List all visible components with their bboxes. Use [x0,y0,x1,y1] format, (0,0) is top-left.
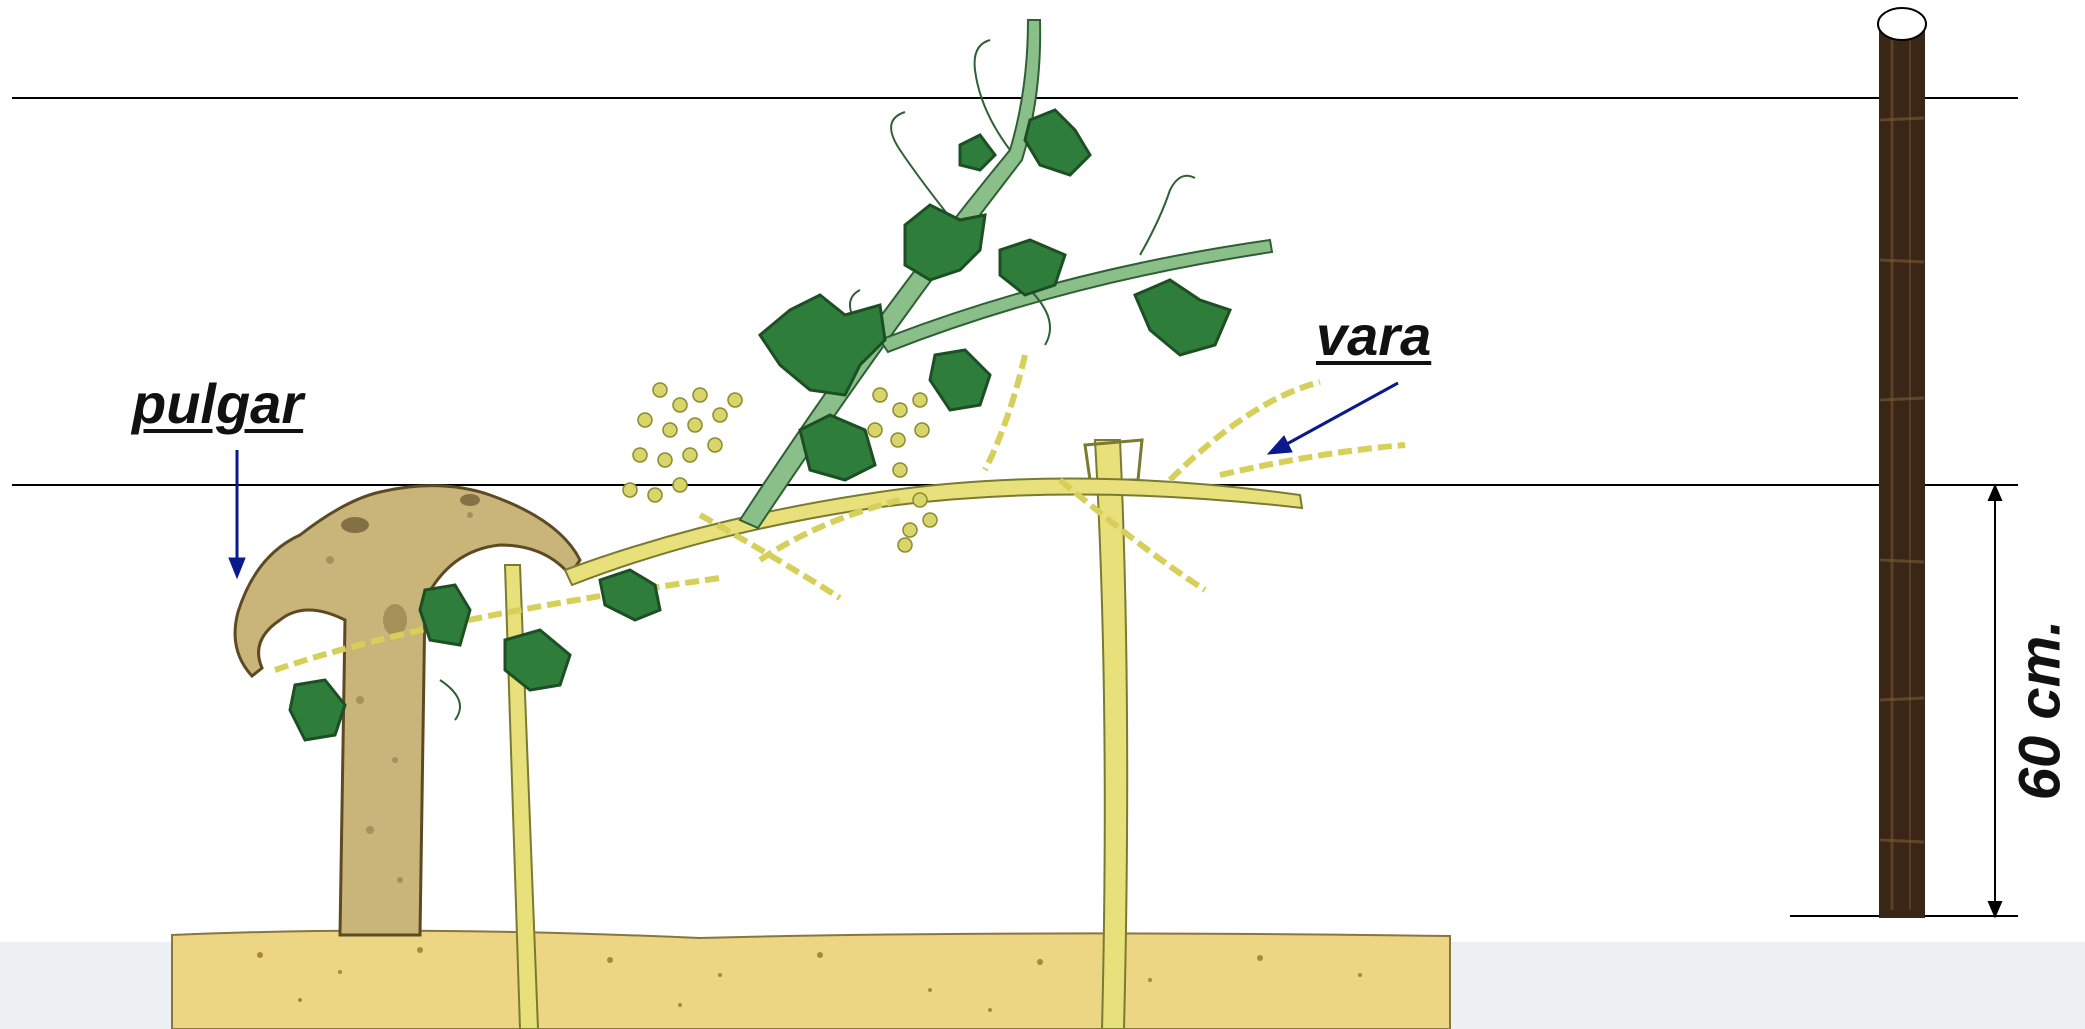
grape-leaf [1135,280,1230,355]
grape-leaf [800,415,875,480]
wooden-post [1878,8,1926,918]
height-dimension-arrow [1989,486,2001,916]
pulgar-label: pulgar [132,376,303,432]
cane [565,479,1302,586]
vara-label: vara [1316,308,1431,364]
pulgar-arrow [229,450,245,578]
height-label: 60 cm. [2007,620,2074,801]
grape-leaf [600,570,660,620]
grape-leaf [930,350,990,410]
grape-leaf [960,135,995,170]
grape-leaf [905,205,985,280]
soil [172,931,1450,1029]
grape-leaves [290,110,1230,740]
grape-leaf [760,295,885,395]
grape-leaf [420,585,470,645]
grape-leaf [1025,110,1090,175]
flower-cluster [868,388,937,552]
grape-leaf [290,680,345,740]
